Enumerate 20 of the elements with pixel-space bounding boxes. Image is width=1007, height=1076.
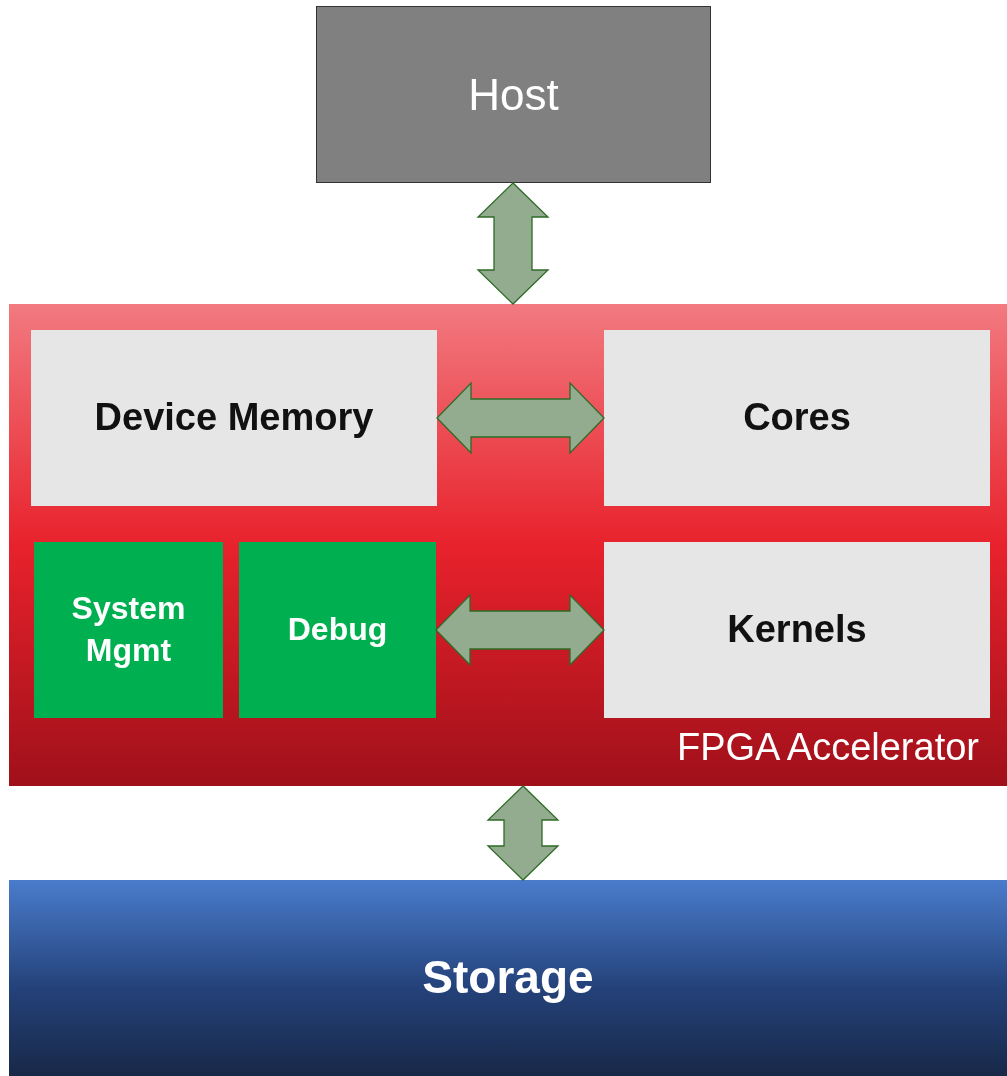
node-label: Device Memory (94, 395, 374, 441)
node-label: Storage (422, 950, 594, 1006)
component-box (239, 542, 436, 718)
node-label: Cores (743, 395, 851, 441)
node-label: Kernels (727, 607, 867, 653)
component-box (34, 542, 223, 718)
storage-band (9, 880, 1007, 1076)
component-box (604, 542, 990, 718)
node-label: FPGA Accelerator (677, 724, 979, 770)
host-box (316, 6, 711, 183)
double-arrow (476, 182, 550, 305)
double-arrow (436, 381, 605, 455)
node-label: Debug (287, 610, 388, 650)
double-arrow (435, 593, 605, 667)
double-arrow (486, 785, 560, 881)
node-label: System Mgmt (70, 589, 187, 670)
node-label: Host (468, 68, 559, 121)
component-box (31, 330, 437, 506)
accelerator-panel (9, 304, 1007, 786)
component-box (604, 330, 990, 506)
